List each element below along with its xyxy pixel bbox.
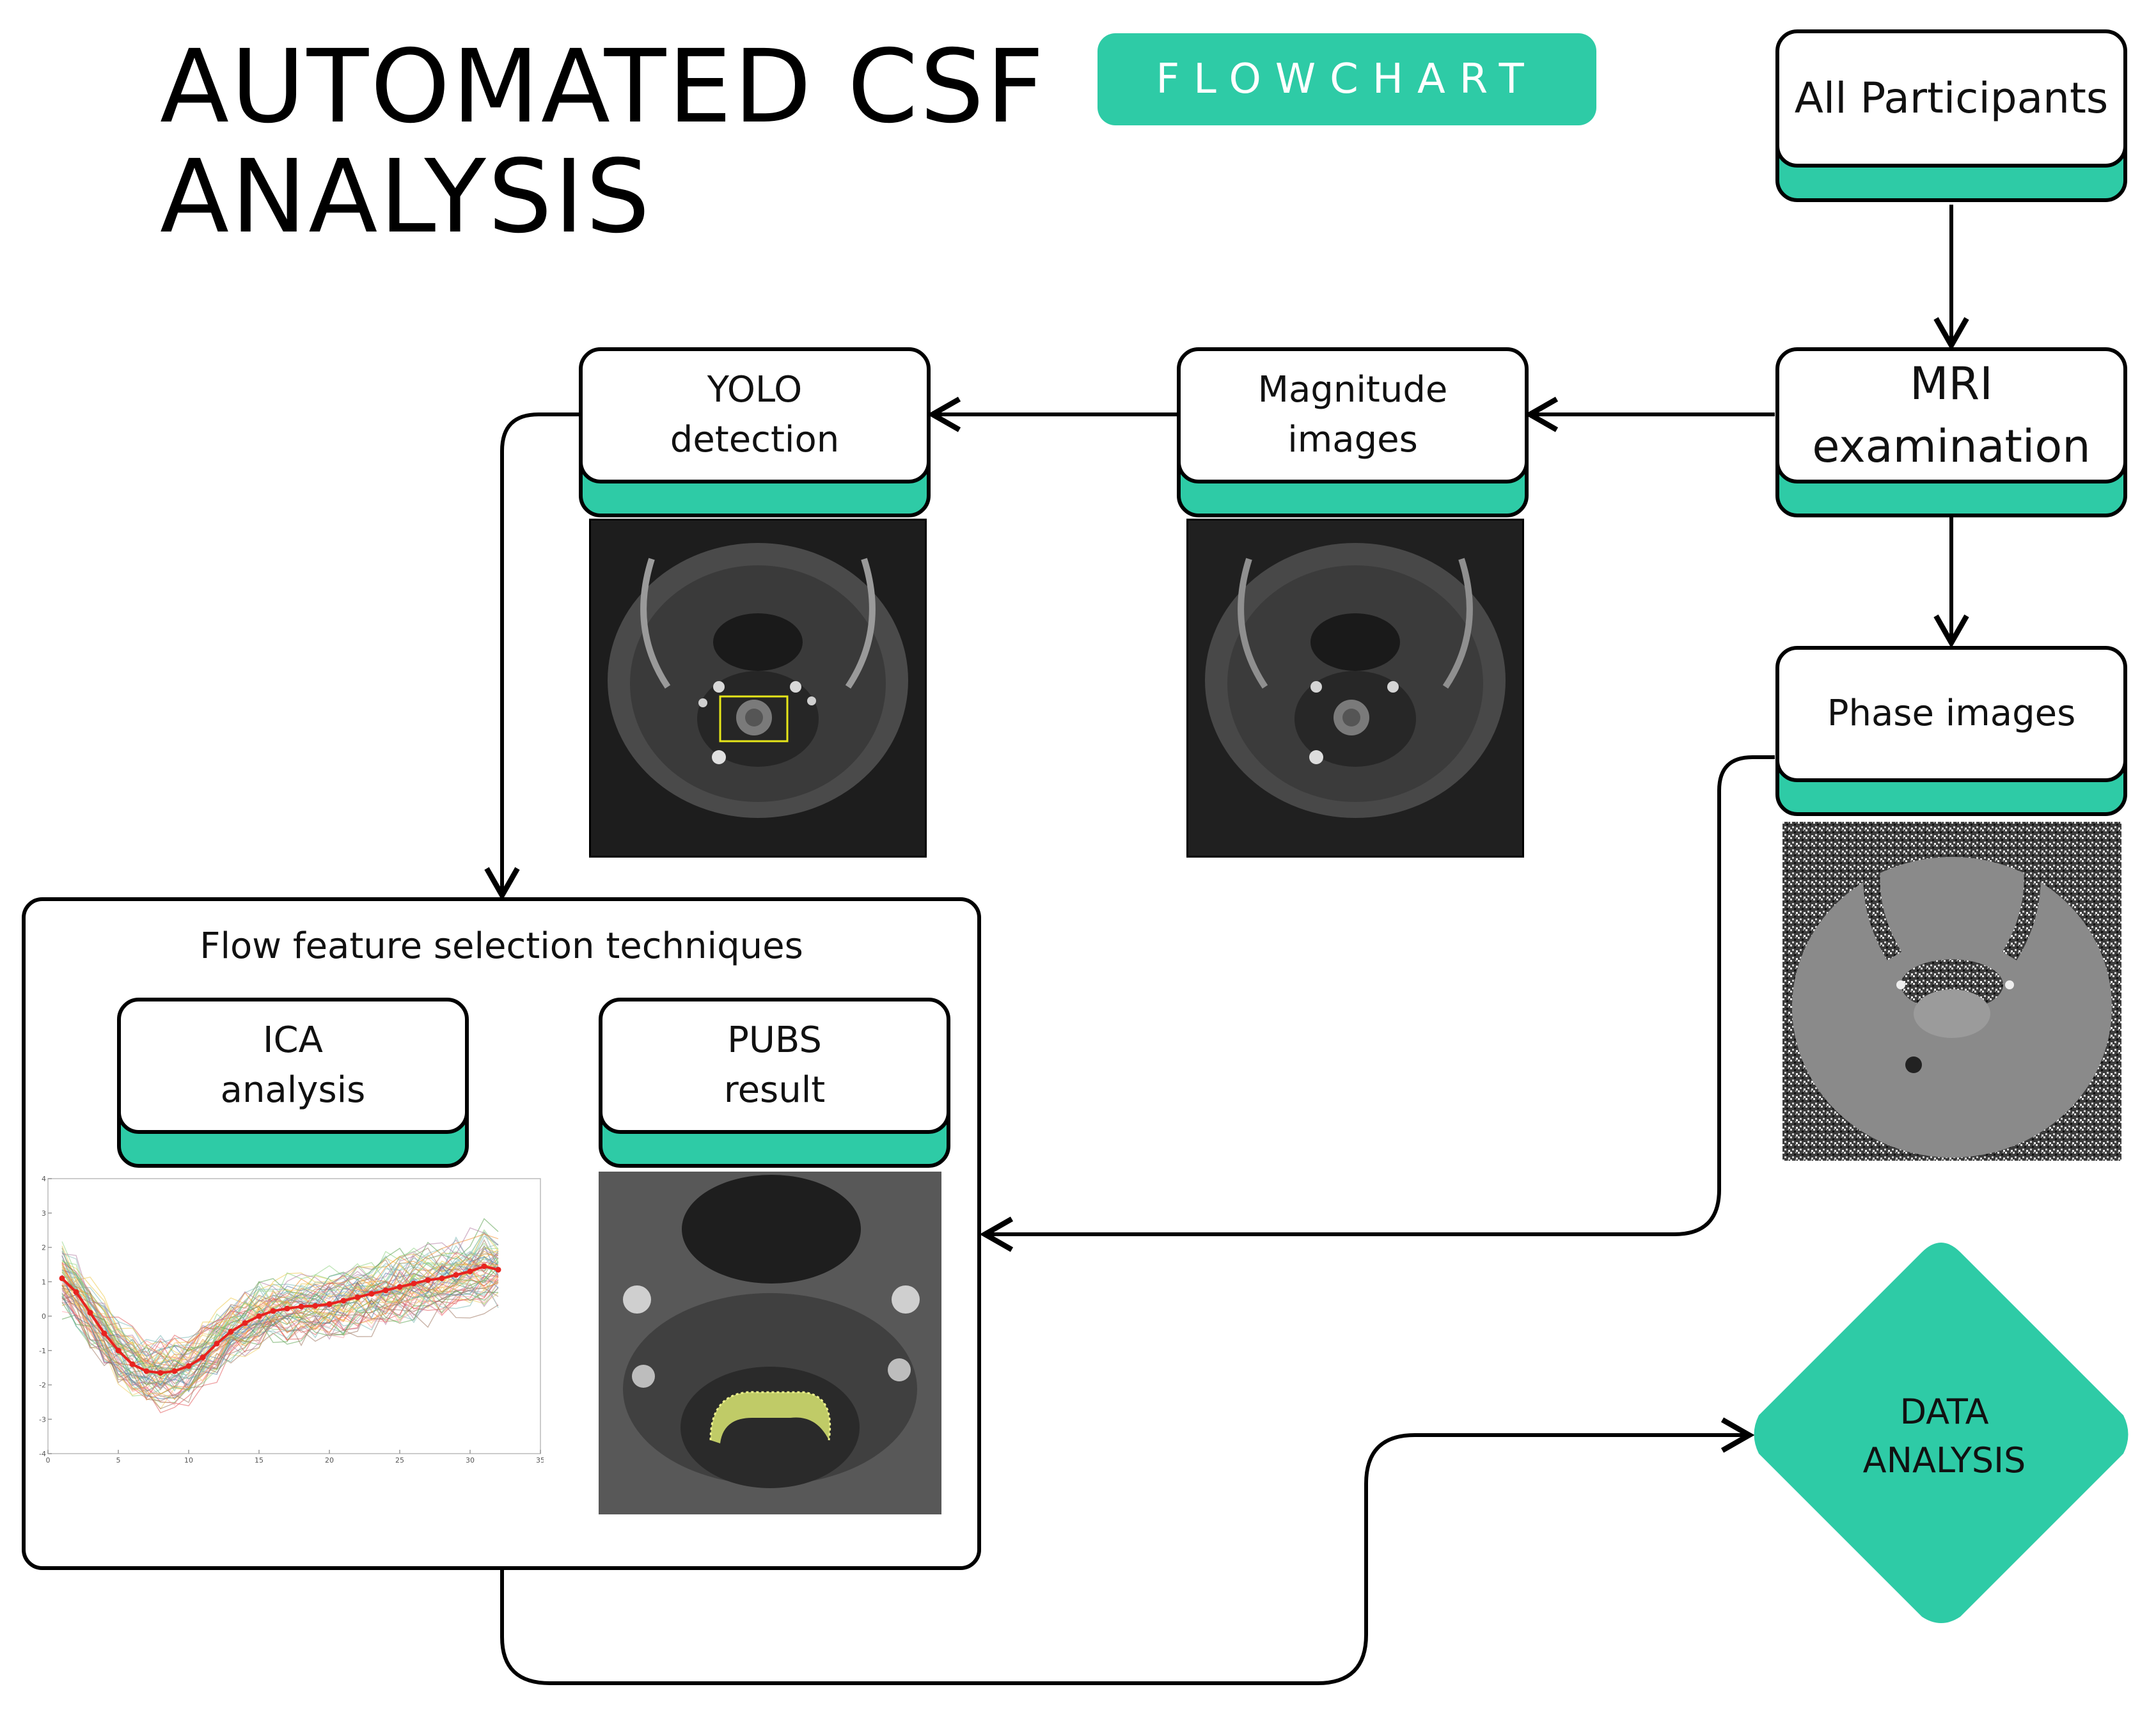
data-analysis-line2: ANALYSIS [1862,1440,2026,1480]
x-tick-label: 25 [395,1456,404,1465]
mean-curve-point [425,1277,431,1284]
component-curve [61,1268,499,1401]
y-tick-label: 0 [42,1312,46,1321]
component-curve [61,1250,499,1381]
mean-curve-point [354,1294,361,1300]
mean-curve-point [340,1298,347,1304]
mean-curve-point [495,1266,501,1273]
mean-curve-point [115,1347,122,1354]
node-pubs-line2: result [723,1069,826,1111]
node-all-participants: All Participants [1775,29,2127,202]
mean-curve-point [101,1330,107,1337]
x-tick-label: 10 [184,1456,193,1465]
mean-curve-point [481,1263,487,1269]
component-curve [61,1256,499,1382]
y-tick-label: 2 [42,1244,46,1252]
mean-curve-point [157,1370,164,1376]
node-mri-line1: MRI [1910,357,1993,411]
component-curve [61,1261,499,1356]
mean-curve-point [467,1268,473,1275]
node-ica-analysis: ICA analysis [117,998,469,1168]
mean-curve-point [59,1275,65,1282]
node-yolo-detection: YOLO detection [579,347,931,517]
y-tick-label: -1 [39,1347,46,1355]
yolo-detection-mri-image [589,519,927,858]
component-curve [61,1267,499,1363]
mean-curve-point [87,1310,93,1316]
arrow-yolo-to-group [484,412,579,901]
component-curve [61,1282,499,1404]
mean-curve-point [270,1308,276,1314]
component-curve [61,1227,499,1376]
data-analysis-diamond [1754,1243,2128,1623]
mean-curve-point [368,1291,375,1297]
component-curve [61,1264,499,1400]
mean-curve-point [214,1340,220,1347]
node-yolo-line2: detection [670,419,840,461]
mean-curve-point [171,1368,178,1374]
node-pubs-result: PUBS result [599,998,950,1168]
y-tick-label: -3 [39,1415,46,1424]
mean-curve-point [228,1328,234,1335]
title-line-1: AUTOMATED CSF [160,28,1046,146]
mean-curve-point [200,1355,206,1360]
x-tick-label: 35 [536,1456,544,1465]
mean-curve-point [453,1272,459,1278]
component-curve [61,1253,499,1359]
node-mri-examination: MRI examination [1775,347,2127,517]
mean-curve-point [143,1368,150,1374]
node-magnitude-line2: images [1287,419,1418,461]
x-tick-label: 5 [116,1456,121,1465]
component-curve [61,1243,499,1376]
component-curve [61,1282,499,1406]
component-curve [61,1276,499,1401]
group-title: Flow feature selection techniques [200,925,803,967]
x-tick-label: 0 [46,1456,51,1465]
node-magnitude-line1: Magnitude [1257,369,1448,411]
y-tick-label: 3 [42,1209,46,1218]
mean-curve-point [397,1284,403,1290]
mean-curve-point [439,1275,445,1282]
node-all-participants-label: All Participants [1794,74,2109,123]
mean-curve-point [73,1289,79,1295]
node-yolo-line1: YOLO [707,369,803,411]
phase-mri-image [1782,822,2121,1161]
title-line-2: ANALYSIS [160,138,652,256]
x-tick-label: 15 [255,1456,264,1465]
data-analysis-line1: DATA [1900,1392,1989,1432]
node-ica-line1: ICA [263,1019,323,1062]
mean-curve-point [312,1303,319,1309]
mean-curve-point [298,1303,304,1310]
y-tick-label: -2 [39,1381,46,1390]
y-tick-label: 1 [42,1278,46,1286]
x-tick-label: 20 [325,1456,334,1465]
y-tick-label: 4 [42,1175,46,1183]
page-title: AUTOMATED CSF ANALYSIS [160,32,1119,252]
mean-curve-point [326,1301,333,1307]
node-pubs-line1: PUBS [727,1019,822,1062]
arrow-phase-to-group [979,755,1775,1252]
node-magnitude-images: Magnitude images [1177,347,1529,517]
pubs-result-image [599,1172,941,1514]
mean-curve-point [256,1313,262,1319]
x-tick-label: 30 [466,1456,475,1465]
node-mri-line2: examination [1812,420,2091,473]
mean-curve-point [129,1361,136,1367]
mean-curve-point [185,1363,192,1369]
flowchart-badge: FLOWCHART [1098,33,1596,125]
mean-curve-point [411,1280,417,1287]
magnitude-mri-image [1186,519,1524,858]
node-phase-images: Phase images [1775,646,2127,816]
arrow-group-to-data-analysis [500,1417,1755,1685]
component-curve [61,1280,499,1410]
node-ica-line2: analysis [220,1069,366,1111]
mean-curve-point [382,1287,389,1294]
mean-curve-point [242,1320,248,1326]
y-tick-label: -4 [39,1450,46,1458]
data-analysis-label: DATA ANALYSIS [1752,1388,2136,1485]
node-phase-label: Phase images [1827,693,2076,735]
mean-curve-point [284,1305,290,1312]
